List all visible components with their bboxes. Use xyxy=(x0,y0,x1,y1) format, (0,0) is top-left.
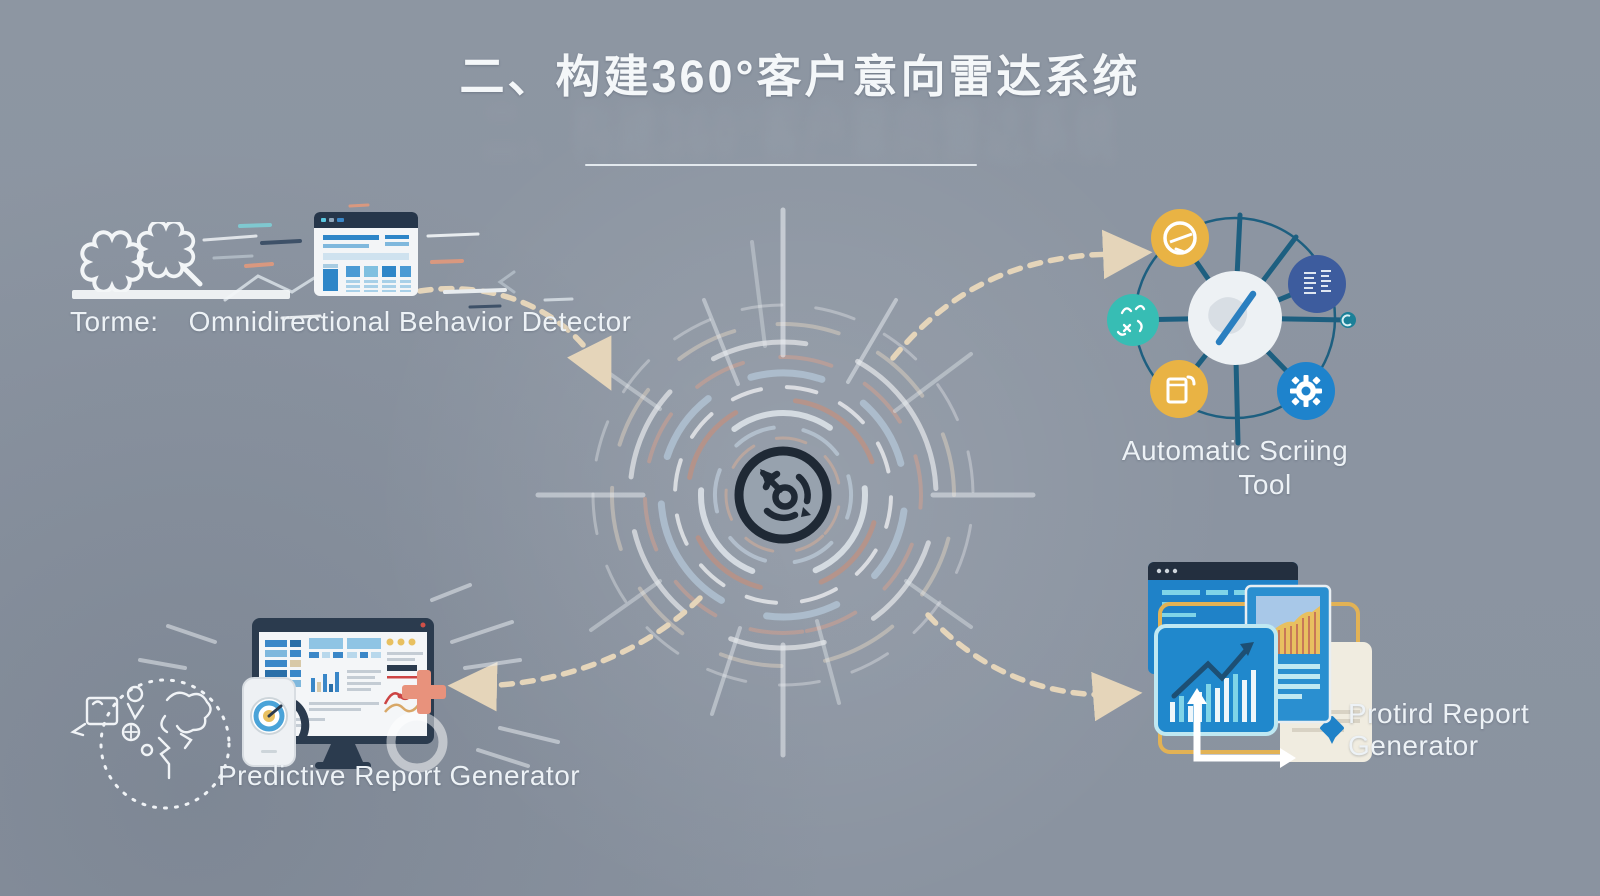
scatter-rays-bottom-left xyxy=(138,583,560,768)
radar-target-icon xyxy=(734,446,832,544)
top-left-underline xyxy=(72,290,290,299)
scatter-lines-top-left xyxy=(202,203,574,320)
page-title: 二、构建360°客户意向雷达系统 xyxy=(459,51,1141,102)
wheel-node-gauge xyxy=(1151,209,1209,267)
report-documents-icon xyxy=(1148,562,1372,768)
scoring-tool-label-line2: Tool xyxy=(1238,469,1292,500)
wheel-node-dot xyxy=(1340,312,1356,328)
predictive-report-label: Predictive Report Generator xyxy=(218,760,581,791)
title-divider xyxy=(585,164,977,166)
scoring-tool-label-line1: Automatic Scriing xyxy=(1121,435,1349,466)
flow-arrows xyxy=(417,229,1153,722)
flow-arrow-top-left xyxy=(417,285,612,391)
report-generator-label-line1: Protird Report xyxy=(1348,698,1530,729)
wheel-node-device xyxy=(1150,360,1208,418)
behavior-detector-prefix: Torme: xyxy=(70,306,159,337)
scoring-wheel-icon xyxy=(1107,209,1356,446)
flow-arrow-bottom-right xyxy=(925,612,1143,722)
radar-rings xyxy=(591,303,975,687)
cloud-search-icon xyxy=(80,222,203,292)
wheel-node-script xyxy=(1288,255,1346,313)
radar-spokes xyxy=(535,207,1036,758)
analytics-browser-icon xyxy=(314,212,418,296)
behavior-detector-label: Omnidirectional Behavior Detector xyxy=(188,306,632,337)
flow-arrow-top-right xyxy=(890,229,1153,361)
axes-arrows xyxy=(1193,698,1286,762)
scoring-tool-label: Automatic Scriing Tool xyxy=(1085,434,1385,502)
bar-chart-panel xyxy=(1154,624,1278,736)
report-generator-label: Protird Report Generator xyxy=(1348,698,1588,762)
report-generator-label-line2: Generator xyxy=(1348,730,1479,761)
wheel-node-gear xyxy=(1277,362,1335,420)
dashboard-monitor-icon xyxy=(242,618,448,773)
behavior-detector-label-row: Torme: Omnidirectional Behavior Detector xyxy=(70,306,632,338)
flow-arrow-bottom-left xyxy=(447,595,703,712)
ai-sketch-doodle-icon xyxy=(70,678,231,810)
plus-accent-icon xyxy=(402,670,446,714)
wheel-node-people xyxy=(1107,294,1159,346)
